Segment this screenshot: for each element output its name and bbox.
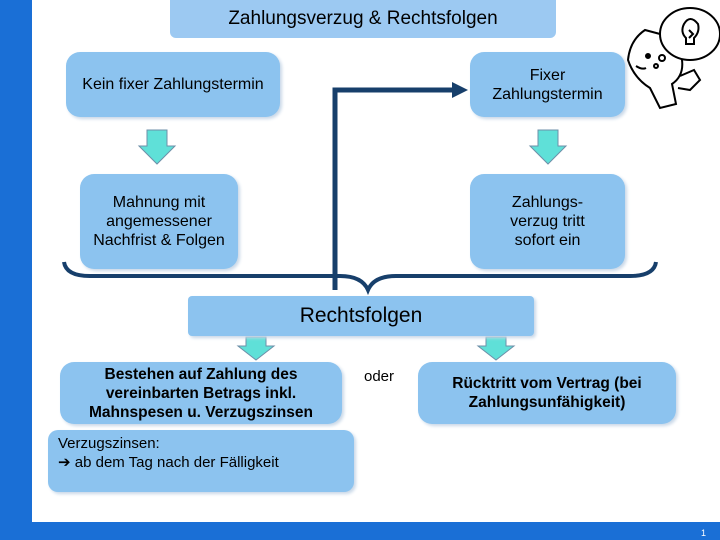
page-number: 1: [701, 528, 706, 538]
down-arrow-right: [530, 130, 566, 164]
verzugszinsen-line: ➔ ab dem Tag nach der Fälligkeit: [58, 453, 279, 472]
box-verzug-sofort-label: Zahlungs-verzug tritt sofort ein: [470, 193, 625, 250]
box-rechtsfolgen: Rechtsfolgen: [188, 296, 534, 336]
box-rechtsfolgen-label: Rechtsfolgen: [300, 304, 423, 328]
lightbulb-icon: [654, 8, 720, 68]
down-arrow-left: [139, 130, 175, 164]
verzugszinsen-text: ab dem Tag nach der Fälligkeit: [75, 454, 279, 471]
box-verzugszinsen: Verzugszinsen: ➔ ab dem Tag nach der Fäl…: [48, 430, 354, 492]
down-arrow-bestehen: [238, 337, 274, 360]
right-arrow-icon: ➔: [58, 454, 71, 471]
elbow-arrowhead: [452, 82, 468, 98]
box-kein-fixer-termin-label: Kein fixer Zahlungstermin: [82, 75, 263, 94]
box-ruecktritt-label: Rücktritt vom Vertrag (bei Zahlungsunfäh…: [418, 374, 676, 412]
box-kein-fixer-termin: Kein fixer Zahlungstermin: [66, 52, 280, 117]
down-arrow-ruecktritt: [478, 337, 514, 360]
box-verzug-sofort: Zahlungs-verzug tritt sofort ein: [470, 174, 625, 269]
box-bestehen: Bestehen auf Zahlung des vereinbarten Be…: [60, 362, 342, 424]
verzugszinsen-title: Verzugszinsen:: [58, 434, 279, 453]
box-ruecktritt: Rücktritt vom Vertrag (bei Zahlungsunfäh…: [418, 362, 676, 424]
box-mahnung: Mahnung mit angemessener Nachfrist & Fol…: [80, 174, 238, 269]
oder-label: oder: [364, 368, 394, 385]
elbow-connector: [335, 90, 455, 290]
box-mahnung-label: Mahnung mit angemessener Nachfrist & Fol…: [80, 193, 238, 250]
box-bestehen-label: Bestehen auf Zahlung des vereinbarten Be…: [60, 365, 342, 422]
box-fixer-termin: Fixer Zahlungstermin: [470, 52, 625, 117]
box-fixer-termin-label: Fixer Zahlungstermin: [470, 66, 625, 104]
